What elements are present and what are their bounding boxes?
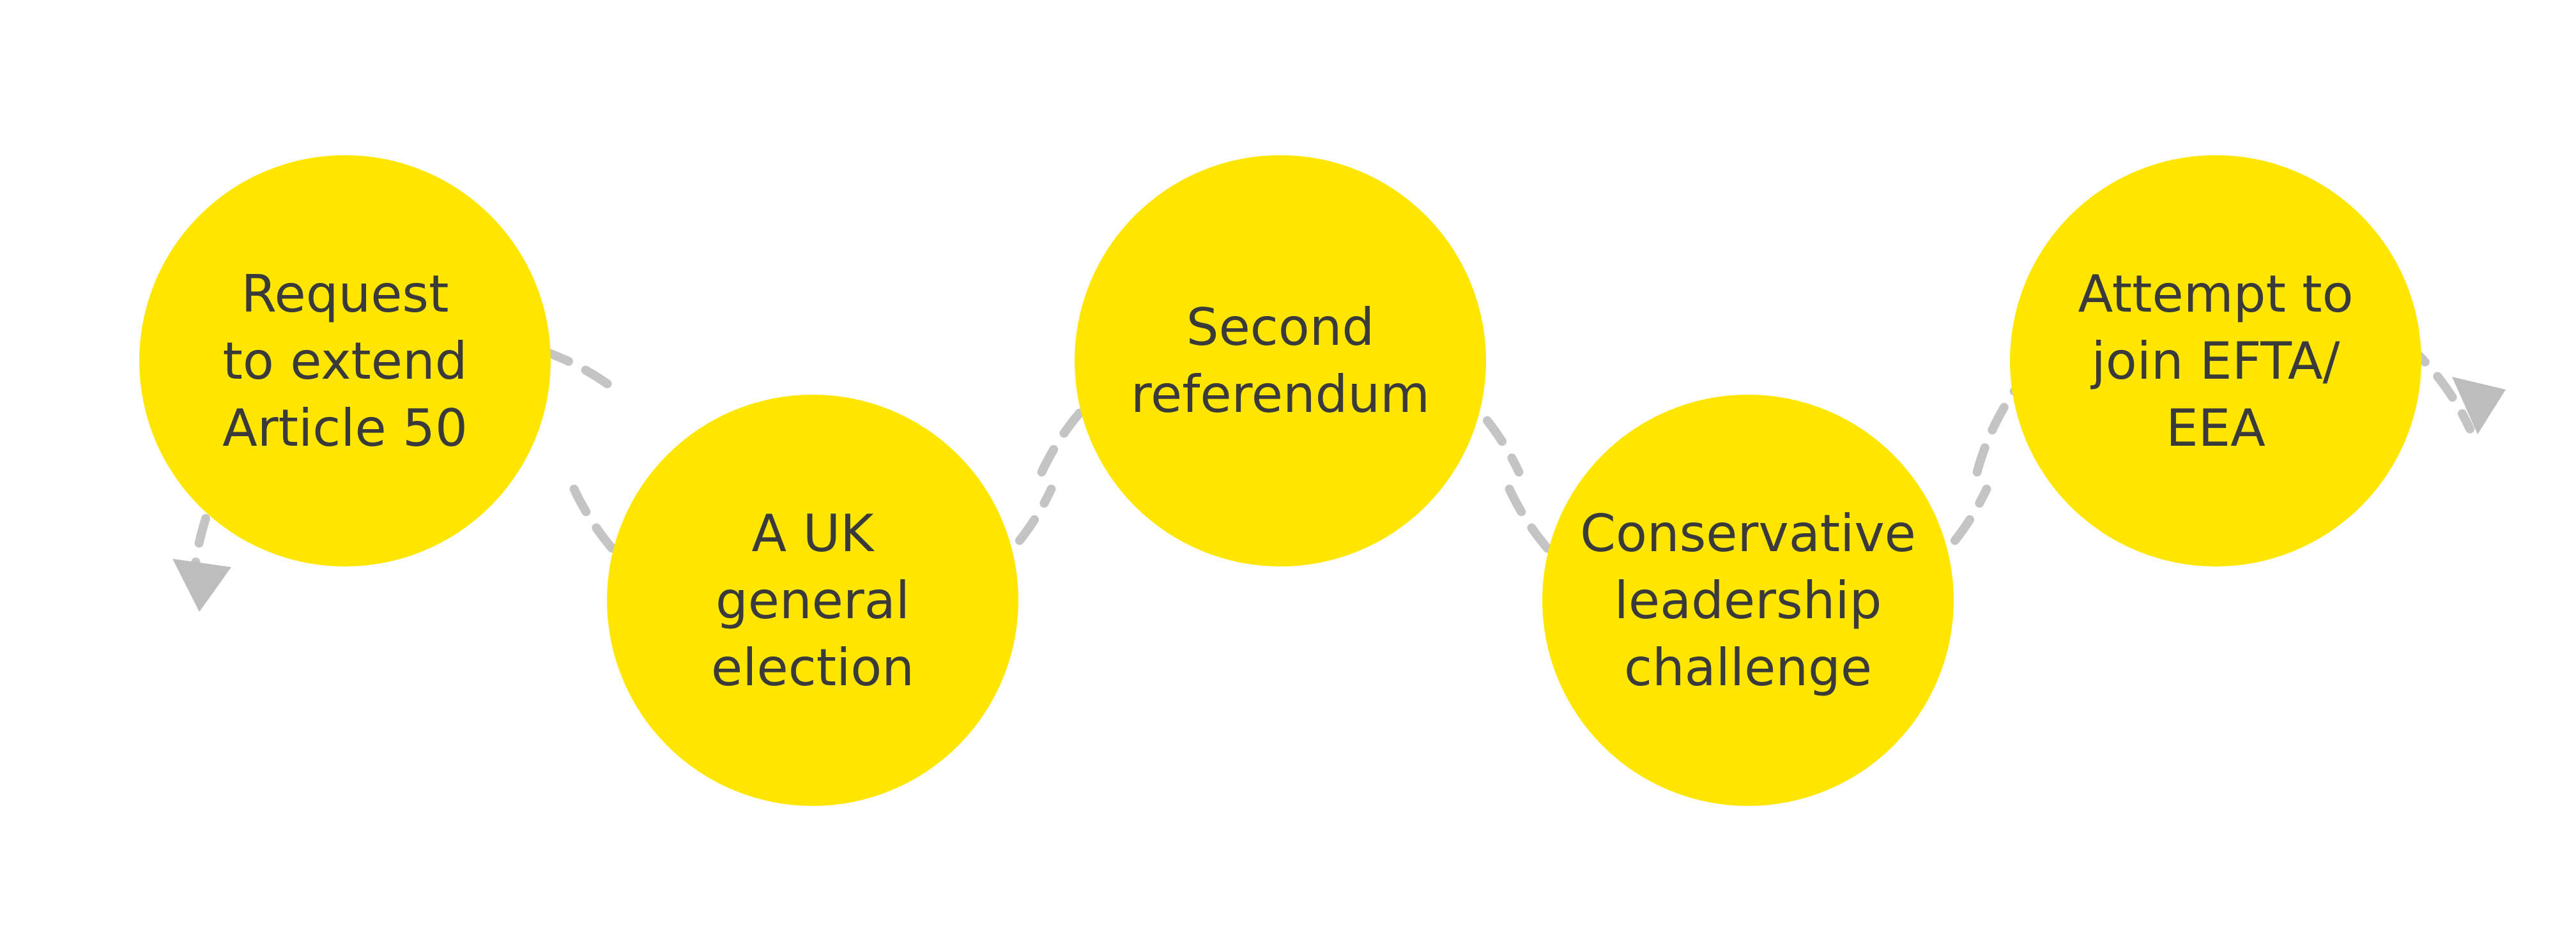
scenario-label-line: Request [241,264,449,324]
scenario-circle-2 [607,395,1018,806]
scenario-label-line: EEA [2166,398,2266,458]
scenario-label-line: Second [1186,298,1375,357]
scenario-circle-3 [1075,155,1486,566]
arrowhead-end-icon [2452,377,2506,434]
scenario-label-line: Conservative [1580,503,1916,563]
scenario-label-2: A UK general election [634,447,992,754]
scenario-label-line: leadership [1614,570,1882,630]
scenario-label-3: Second referendum [1101,208,1459,514]
scenario-circle-1 [139,155,551,566]
scenario-label-line: to extend [222,331,468,391]
scenario-label-5: Attempt to join EFTA/EEA [2037,208,2395,514]
scenario-label-line: Article 50 [222,398,468,458]
scenario-label-line: Attempt to [2078,264,2354,324]
scenario-label-line: election [711,637,914,697]
scenario-label-4: Conservative leadership challenge [1569,447,1927,754]
scenario-label-line: referendum [1130,365,1430,424]
arrowhead-start-icon [172,559,231,612]
scenario-label-line: challenge [1623,637,1873,697]
scenario-circle-5 [2010,155,2421,566]
scenario-circle-4 [1542,395,1954,806]
scenario-label-line: general [715,570,910,630]
scenario-label-line: A UK [751,503,874,563]
scenario-label-line: join EFTA/ [2091,331,2340,391]
